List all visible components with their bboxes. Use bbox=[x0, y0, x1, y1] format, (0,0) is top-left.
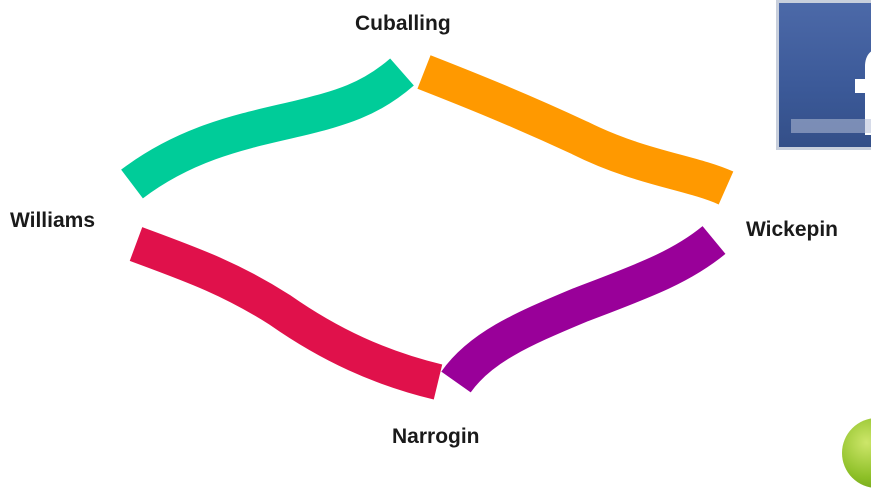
road-diagram bbox=[121, 55, 734, 400]
diagram-canvas: Cuballing Williams Wickepin Narrogin bbox=[10, 0, 871, 488]
town-label-cuballing: Cuballing bbox=[355, 12, 451, 35]
facebook-icon-shine bbox=[791, 119, 871, 133]
connection-williams-cuballing bbox=[121, 58, 414, 199]
facebook-f-glyph-icon bbox=[855, 51, 871, 135]
connection-williams-narrogin bbox=[129, 227, 443, 400]
town-label-wickepin: Wickepin bbox=[746, 218, 838, 241]
town-label-williams: Williams bbox=[10, 209, 96, 232]
town-label-narrogin: Narrogin bbox=[392, 425, 480, 448]
connection-cuballing-wickepin bbox=[417, 55, 734, 205]
connection-narrogin-wickepin bbox=[441, 225, 726, 393]
facebook-icon[interactable] bbox=[776, 0, 871, 150]
